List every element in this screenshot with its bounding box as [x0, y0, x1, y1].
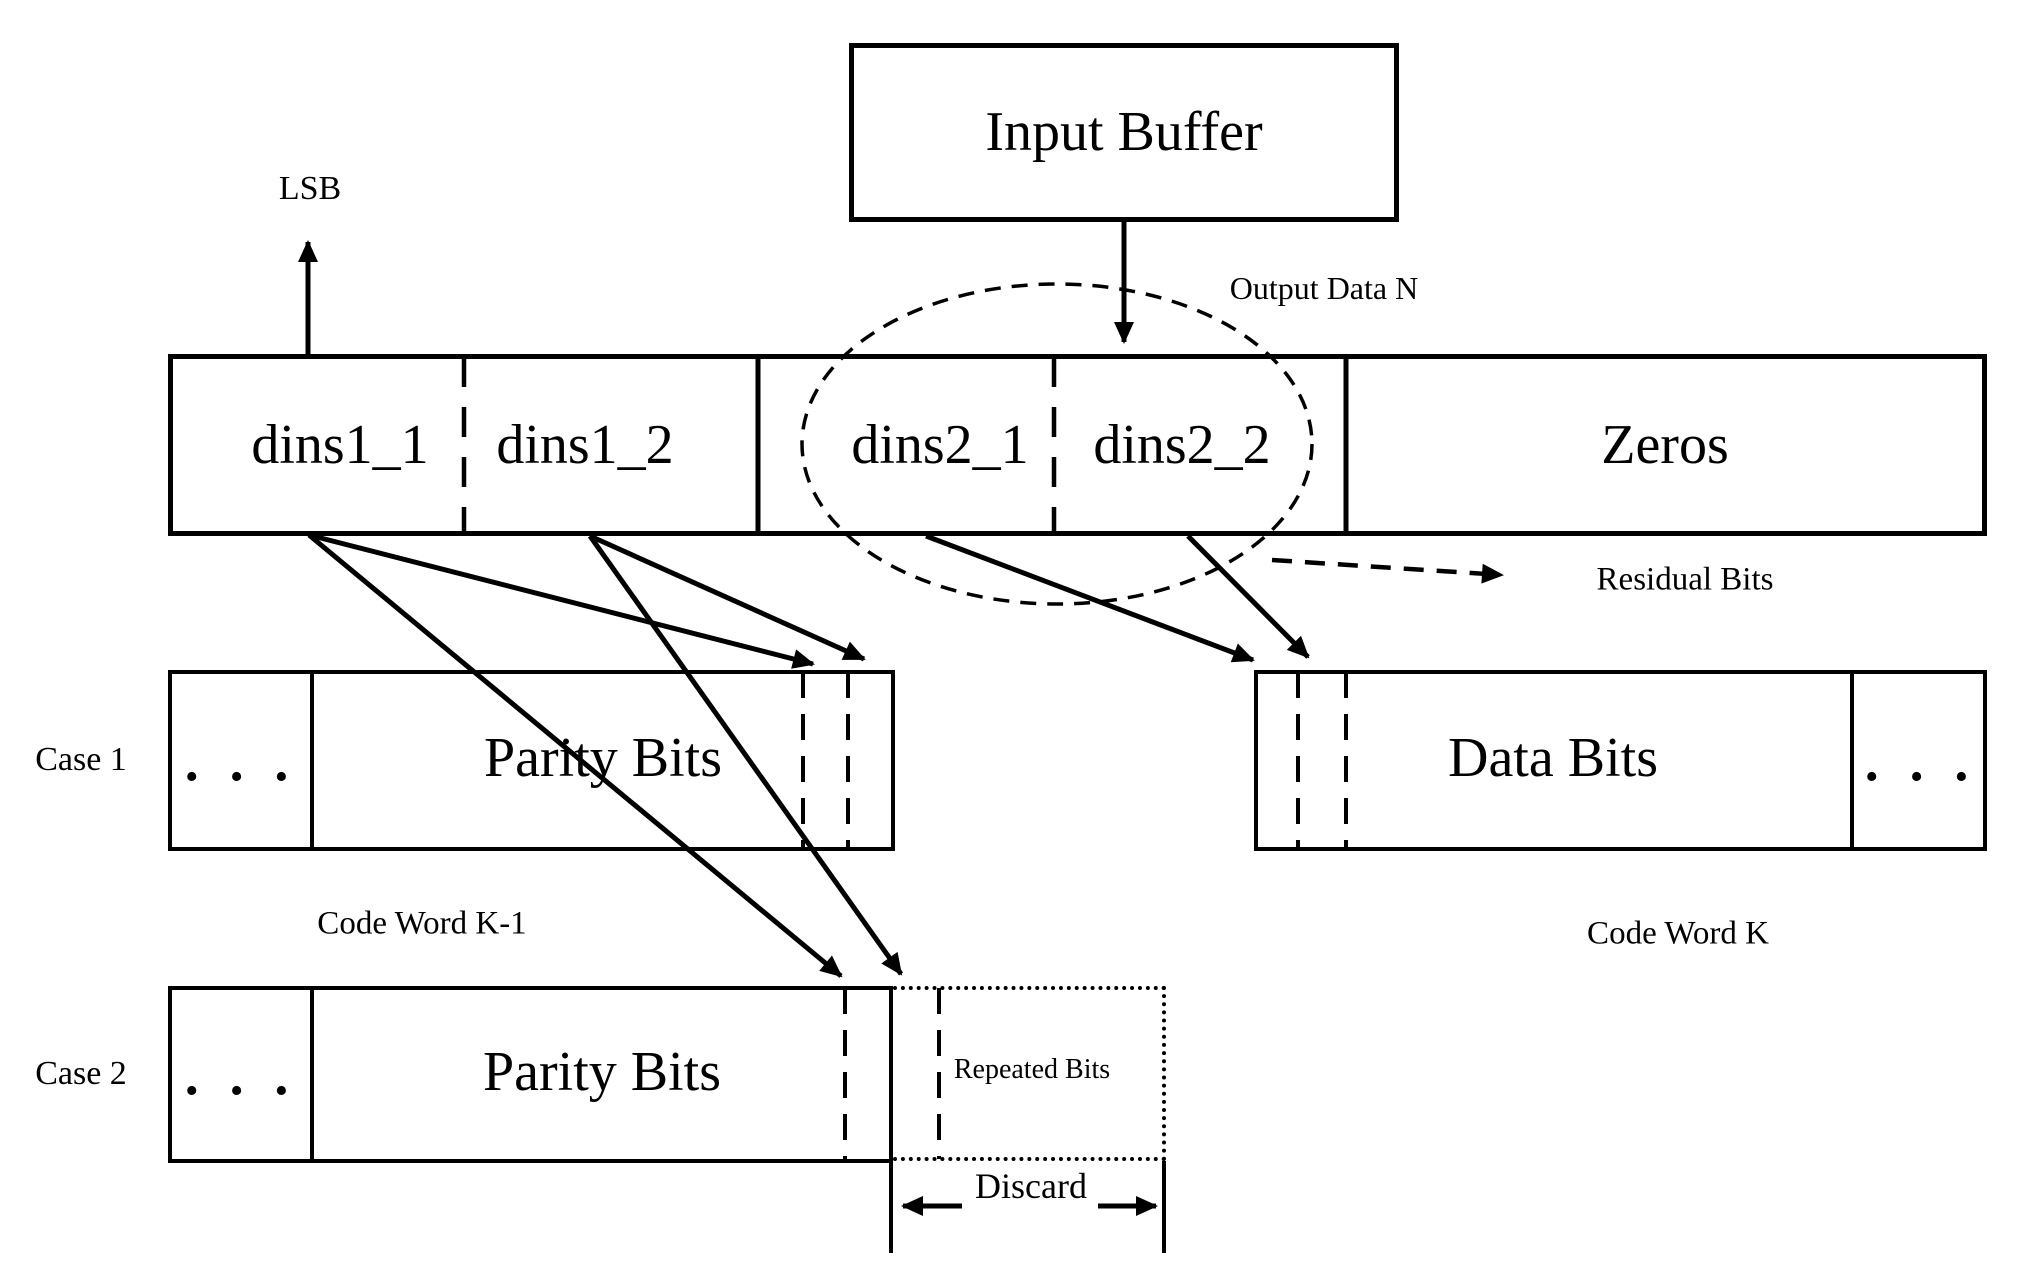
input-buffer-box — [849, 43, 1399, 222]
code-word-k1-label: Code Word K-1 — [317, 905, 527, 942]
case1-data-ellipsis: ... — [1864, 731, 2000, 793]
repeated-bits-box — [893, 986, 1166, 1161]
segment-label-dins2-2: dins2_2 — [1093, 414, 1271, 476]
arrow-dins1_2-case2 — [587, 534, 904, 976]
case1-data-label: Data Bits — [1448, 727, 1658, 789]
segment-label-dins1-1: dins1_1 — [251, 414, 429, 476]
discard-label: Discard — [975, 1166, 1087, 1206]
case2-parity-box — [168, 986, 893, 1163]
segment-label-dins2-1: dins2_1 — [851, 414, 1029, 476]
arrow-dins1_2-case1 — [588, 533, 866, 662]
arrow-dins1_1-case2 — [307, 533, 843, 978]
buffer-bar-box — [168, 354, 1987, 536]
case1-parity-label: Parity Bits — [483, 727, 723, 789]
input-buffer-label: Input Buffer — [985, 101, 1263, 163]
residual-bits-label: Residual Bits — [1596, 561, 1774, 598]
case2-label: Case 2 — [35, 1055, 127, 1092]
arrow-dins2_2-case1 — [1186, 534, 1310, 659]
case2-parity-ellipsis: ... — [184, 1045, 320, 1107]
case1-label: Case 1 — [35, 741, 127, 778]
case1-parity-ellipsis: ... — [184, 731, 320, 793]
code-word-k-label: Code Word K — [1587, 915, 1769, 952]
lsb-label: LSB — [278, 170, 342, 207]
case1-parity-box — [168, 670, 895, 851]
arrow-dins2_1-case1 — [925, 533, 1255, 663]
segment-label-zeros: Zeros — [1601, 414, 1729, 476]
case2-parity-label: Parity Bits — [482, 1041, 722, 1103]
segment-label-dins1-2: dins1_2 — [496, 414, 674, 476]
case1-data-box — [1254, 670, 1987, 851]
repeated-bits-label: Repeated Bits — [953, 1054, 1111, 1085]
arrow-dins1_1-case1 — [308, 532, 815, 669]
output-data-label: Output Data N — [1229, 270, 1419, 306]
residual-ellipse — [800, 282, 1314, 606]
residual-bits-arrow — [1271, 557, 1504, 584]
